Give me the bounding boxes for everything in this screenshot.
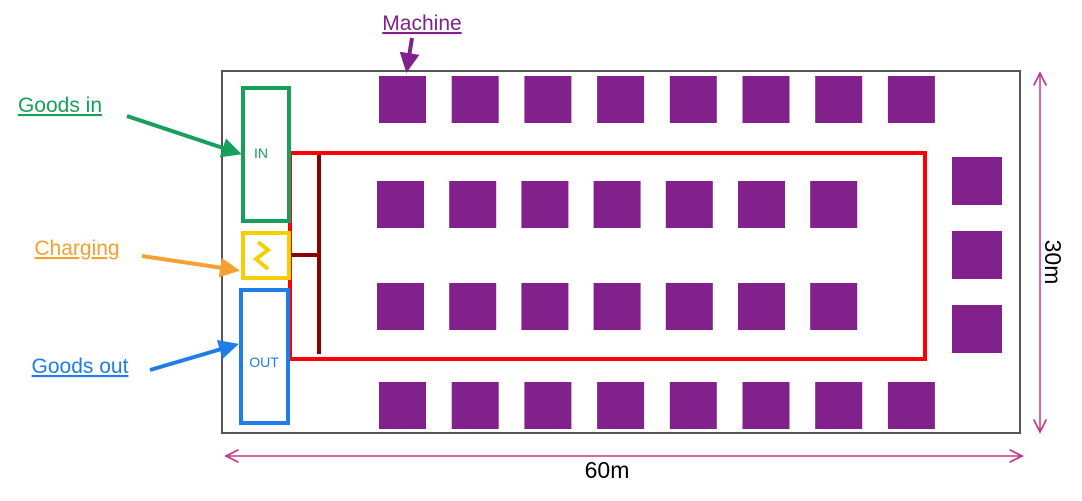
machine-inner-upper-1 bbox=[377, 181, 424, 228]
machine-inner-lower-3 bbox=[521, 283, 569, 330]
machine-inner-lower-5 bbox=[665, 283, 713, 330]
height-dimension-label: 30m bbox=[1040, 240, 1066, 285]
machine-bottom-4 bbox=[597, 382, 645, 429]
goods-out-callout: Goods out bbox=[32, 355, 129, 378]
machine-bottom-6 bbox=[742, 382, 790, 429]
floor-outline bbox=[221, 70, 1021, 434]
machine-bottom-8 bbox=[887, 382, 935, 429]
goods-in-callout-arrow bbox=[126, 114, 242, 158]
goods-out-station bbox=[239, 288, 290, 425]
goods-in-station bbox=[241, 86, 291, 223]
machine-inner-upper-2 bbox=[449, 181, 497, 228]
machine-right-1 bbox=[952, 157, 1002, 205]
machine-inner-lower-1 bbox=[377, 283, 424, 330]
machine-inner-upper-6 bbox=[738, 181, 785, 228]
machine-bottom-2 bbox=[451, 382, 499, 429]
machine-top-3 bbox=[524, 76, 572, 123]
charging-callout: Charging bbox=[34, 237, 119, 260]
goods-in-station-label: IN bbox=[254, 145, 268, 161]
goods-in-callout: Goods in bbox=[18, 94, 102, 117]
machine-inner-upper-4 bbox=[593, 181, 641, 228]
machine-right-2 bbox=[952, 231, 1002, 279]
machine-bottom-3 bbox=[524, 382, 572, 429]
machine-inner-lower-7 bbox=[810, 283, 858, 330]
machine-inner-lower-4 bbox=[593, 283, 641, 330]
machine-bottom-7 bbox=[815, 382, 863, 429]
goods-out-callout-arrow bbox=[149, 339, 239, 372]
machine-top-5 bbox=[669, 76, 717, 123]
machine-inner-upper-3 bbox=[521, 181, 569, 228]
machines-group bbox=[377, 76, 1002, 429]
machine-top-7 bbox=[815, 76, 863, 123]
machine-top-2 bbox=[451, 76, 499, 123]
machine-top-8 bbox=[887, 76, 935, 123]
width-dimension-label: 60m bbox=[585, 457, 630, 483]
machine-inner-lower-2 bbox=[449, 283, 497, 330]
charging-station bbox=[241, 231, 291, 280]
lightning-icon bbox=[252, 240, 272, 271]
machine-top-6 bbox=[742, 76, 790, 123]
goods-out-station-label: OUT bbox=[249, 354, 279, 370]
machine-top-4 bbox=[597, 76, 645, 123]
machine-bottom-5 bbox=[669, 382, 717, 429]
charging-callout-arrow bbox=[141, 254, 240, 278]
machine-inner-upper-5 bbox=[665, 181, 713, 228]
machine-inner-lower-6 bbox=[738, 283, 785, 330]
machine-inner-upper-7 bbox=[810, 181, 858, 228]
machine-callout: Machine bbox=[382, 12, 461, 35]
machine-top-1 bbox=[379, 76, 426, 123]
machine-bottom-1 bbox=[379, 382, 426, 429]
machine-right-3 bbox=[952, 305, 1002, 353]
machine-callout-arrow bbox=[399, 37, 420, 73]
